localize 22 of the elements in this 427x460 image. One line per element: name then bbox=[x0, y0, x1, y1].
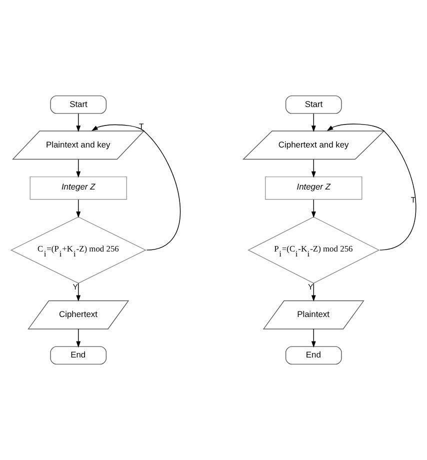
node-box: Start bbox=[50, 95, 107, 114]
arrow bbox=[76, 199, 81, 218]
arrow bbox=[92, 124, 180, 250]
arrow bbox=[76, 113, 81, 132]
edge-label: Y bbox=[72, 282, 78, 292]
node-box: End bbox=[50, 346, 107, 365]
edge-label: T bbox=[138, 122, 144, 131]
node-box: Integer Z bbox=[30, 176, 127, 200]
arrow bbox=[76, 328, 81, 348]
node-box: Start bbox=[285, 95, 342, 114]
arrow bbox=[326, 124, 416, 250]
arrow bbox=[311, 282, 316, 302]
arrow bbox=[311, 199, 316, 218]
arrow bbox=[76, 159, 81, 178]
arrow bbox=[311, 328, 316, 348]
node-box: End bbox=[285, 346, 342, 365]
arrow bbox=[76, 282, 81, 302]
edge-label: Y bbox=[308, 282, 314, 292]
node-box: Integer Z bbox=[265, 176, 362, 200]
arrow bbox=[311, 113, 316, 132]
arrow bbox=[311, 159, 316, 178]
edge-label: T bbox=[410, 195, 416, 204]
